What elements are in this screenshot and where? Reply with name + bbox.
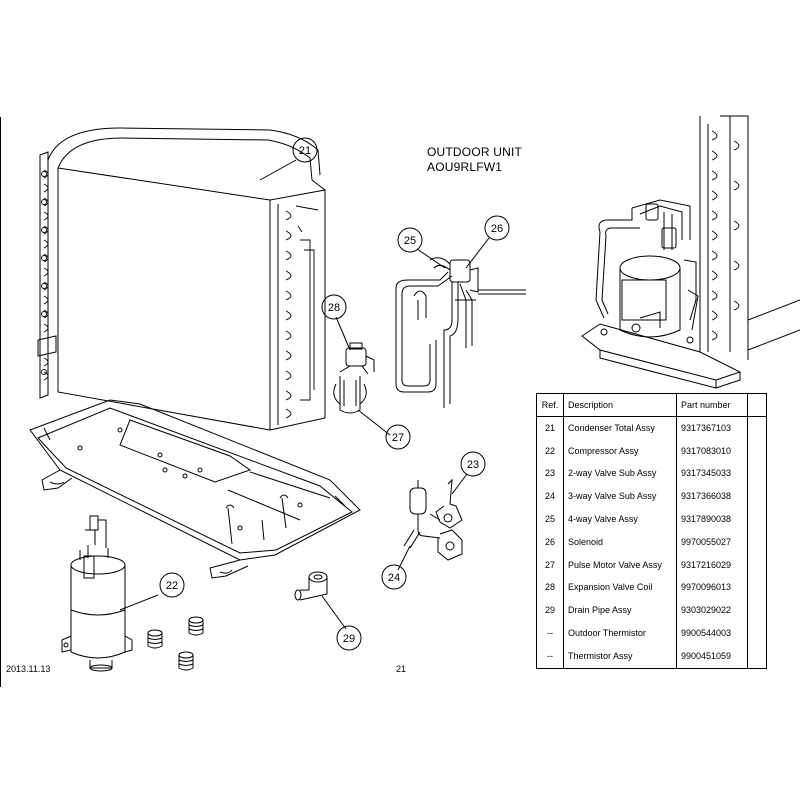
service-valves-drawing <box>403 478 463 561</box>
cell-blank <box>747 462 767 486</box>
cell-part-number: 9317367103 <box>676 416 748 440</box>
leader-lines <box>119 159 490 630</box>
cell-blank <box>747 485 767 509</box>
cell-blank <box>747 644 767 669</box>
callout-29: 29 <box>343 633 355 645</box>
diagram-title: OUTDOOR UNIT <box>427 145 523 159</box>
cell-ref: 23 <box>536 462 564 486</box>
footer-page-number: 21 <box>396 664 407 674</box>
cell-blank <box>747 416 767 440</box>
outdoor-unit-interior-drawing <box>581 115 800 389</box>
cell-blank <box>747 508 767 531</box>
cell-blank <box>747 553 767 577</box>
cell-part-number: 9900451059 <box>676 644 748 669</box>
cell-blank <box>747 599 767 623</box>
cell-description: Condenser Total Assy <box>563 416 677 440</box>
table-header-row: Ref. Description Part number <box>536 393 767 417</box>
cell-blank <box>747 530 767 554</box>
cell-blank <box>747 439 767 463</box>
cell-description: Compressor Assy <box>563 439 677 463</box>
cell-ref: -- <box>536 644 564 669</box>
cell-part-number: 9900544003 <box>676 622 748 645</box>
cell-ref: 28 <box>536 576 564 600</box>
callout-23: 23 <box>467 459 479 471</box>
cell-part-number: 9970096013 <box>676 576 748 600</box>
cell-part-number: 9317890038 <box>676 508 748 531</box>
cell-ref: 25 <box>536 508 564 531</box>
expansion-valve-drawing <box>333 342 375 414</box>
cell-description: 4-way Valve Assy <box>563 508 677 531</box>
cell-description: 3-way Valve Sub Assy <box>563 485 677 509</box>
cell-part-number: 9317345033 <box>676 462 748 486</box>
condenser-drawing <box>37 127 326 431</box>
cell-ref: 22 <box>536 439 564 463</box>
cell-description: Outdoor Thermistor <box>563 622 677 645</box>
cell-ref: 27 <box>536 553 564 577</box>
compressor-drawing <box>61 515 133 672</box>
cell-ref: 24 <box>536 485 564 509</box>
callout-22: 22 <box>166 580 178 592</box>
cell-part-number: 9303029022 <box>676 599 748 623</box>
base-pan-drawing <box>29 399 361 579</box>
cell-description: Drain Pipe Assy <box>563 599 677 623</box>
cell-part-number: 9317083010 <box>676 439 748 463</box>
cell-blank <box>747 622 767 645</box>
cell-part-number: 9317366038 <box>676 485 748 509</box>
cell-ref: 29 <box>536 599 564 623</box>
cell-ref: 26 <box>536 530 564 554</box>
column-header-blank <box>747 393 767 417</box>
column-header-part-number: Part number <box>676 393 748 417</box>
cell-description: Thermistor Assy <box>563 644 677 669</box>
cell-description: Expansion Valve Coil <box>563 576 677 600</box>
cell-description: 2-way Valve Sub Assy <box>563 462 677 486</box>
four-way-valve-drawing <box>395 257 526 408</box>
callout-26: 26 <box>491 223 503 235</box>
rubber-grommets-drawing <box>147 616 204 671</box>
cell-blank <box>747 576 767 600</box>
footer-date: 2013.11.13 <box>6 664 51 674</box>
cell-part-number: 9317216029 <box>676 553 748 577</box>
callout-circles <box>159 137 510 651</box>
cell-part-number: 9970055027 <box>676 530 748 554</box>
callout-28: 28 <box>328 302 340 314</box>
cell-description: Pulse Motor Valve Assy <box>563 553 677 577</box>
cell-ref: 21 <box>536 416 564 440</box>
cell-ref: -- <box>536 622 564 645</box>
callout-24: 24 <box>388 572 400 584</box>
page-left-border <box>0 117 1 687</box>
column-header-description: Description <box>563 393 677 417</box>
callout-25: 25 <box>404 235 416 247</box>
column-header-ref: Ref. <box>536 393 564 417</box>
cell-description: Solenoid <box>563 530 677 554</box>
callout-21: 21 <box>299 145 311 157</box>
callout-27: 27 <box>392 432 404 444</box>
model-number: AOU9RLFW1 <box>427 160 503 174</box>
drain-pipe-drawing <box>294 571 328 601</box>
